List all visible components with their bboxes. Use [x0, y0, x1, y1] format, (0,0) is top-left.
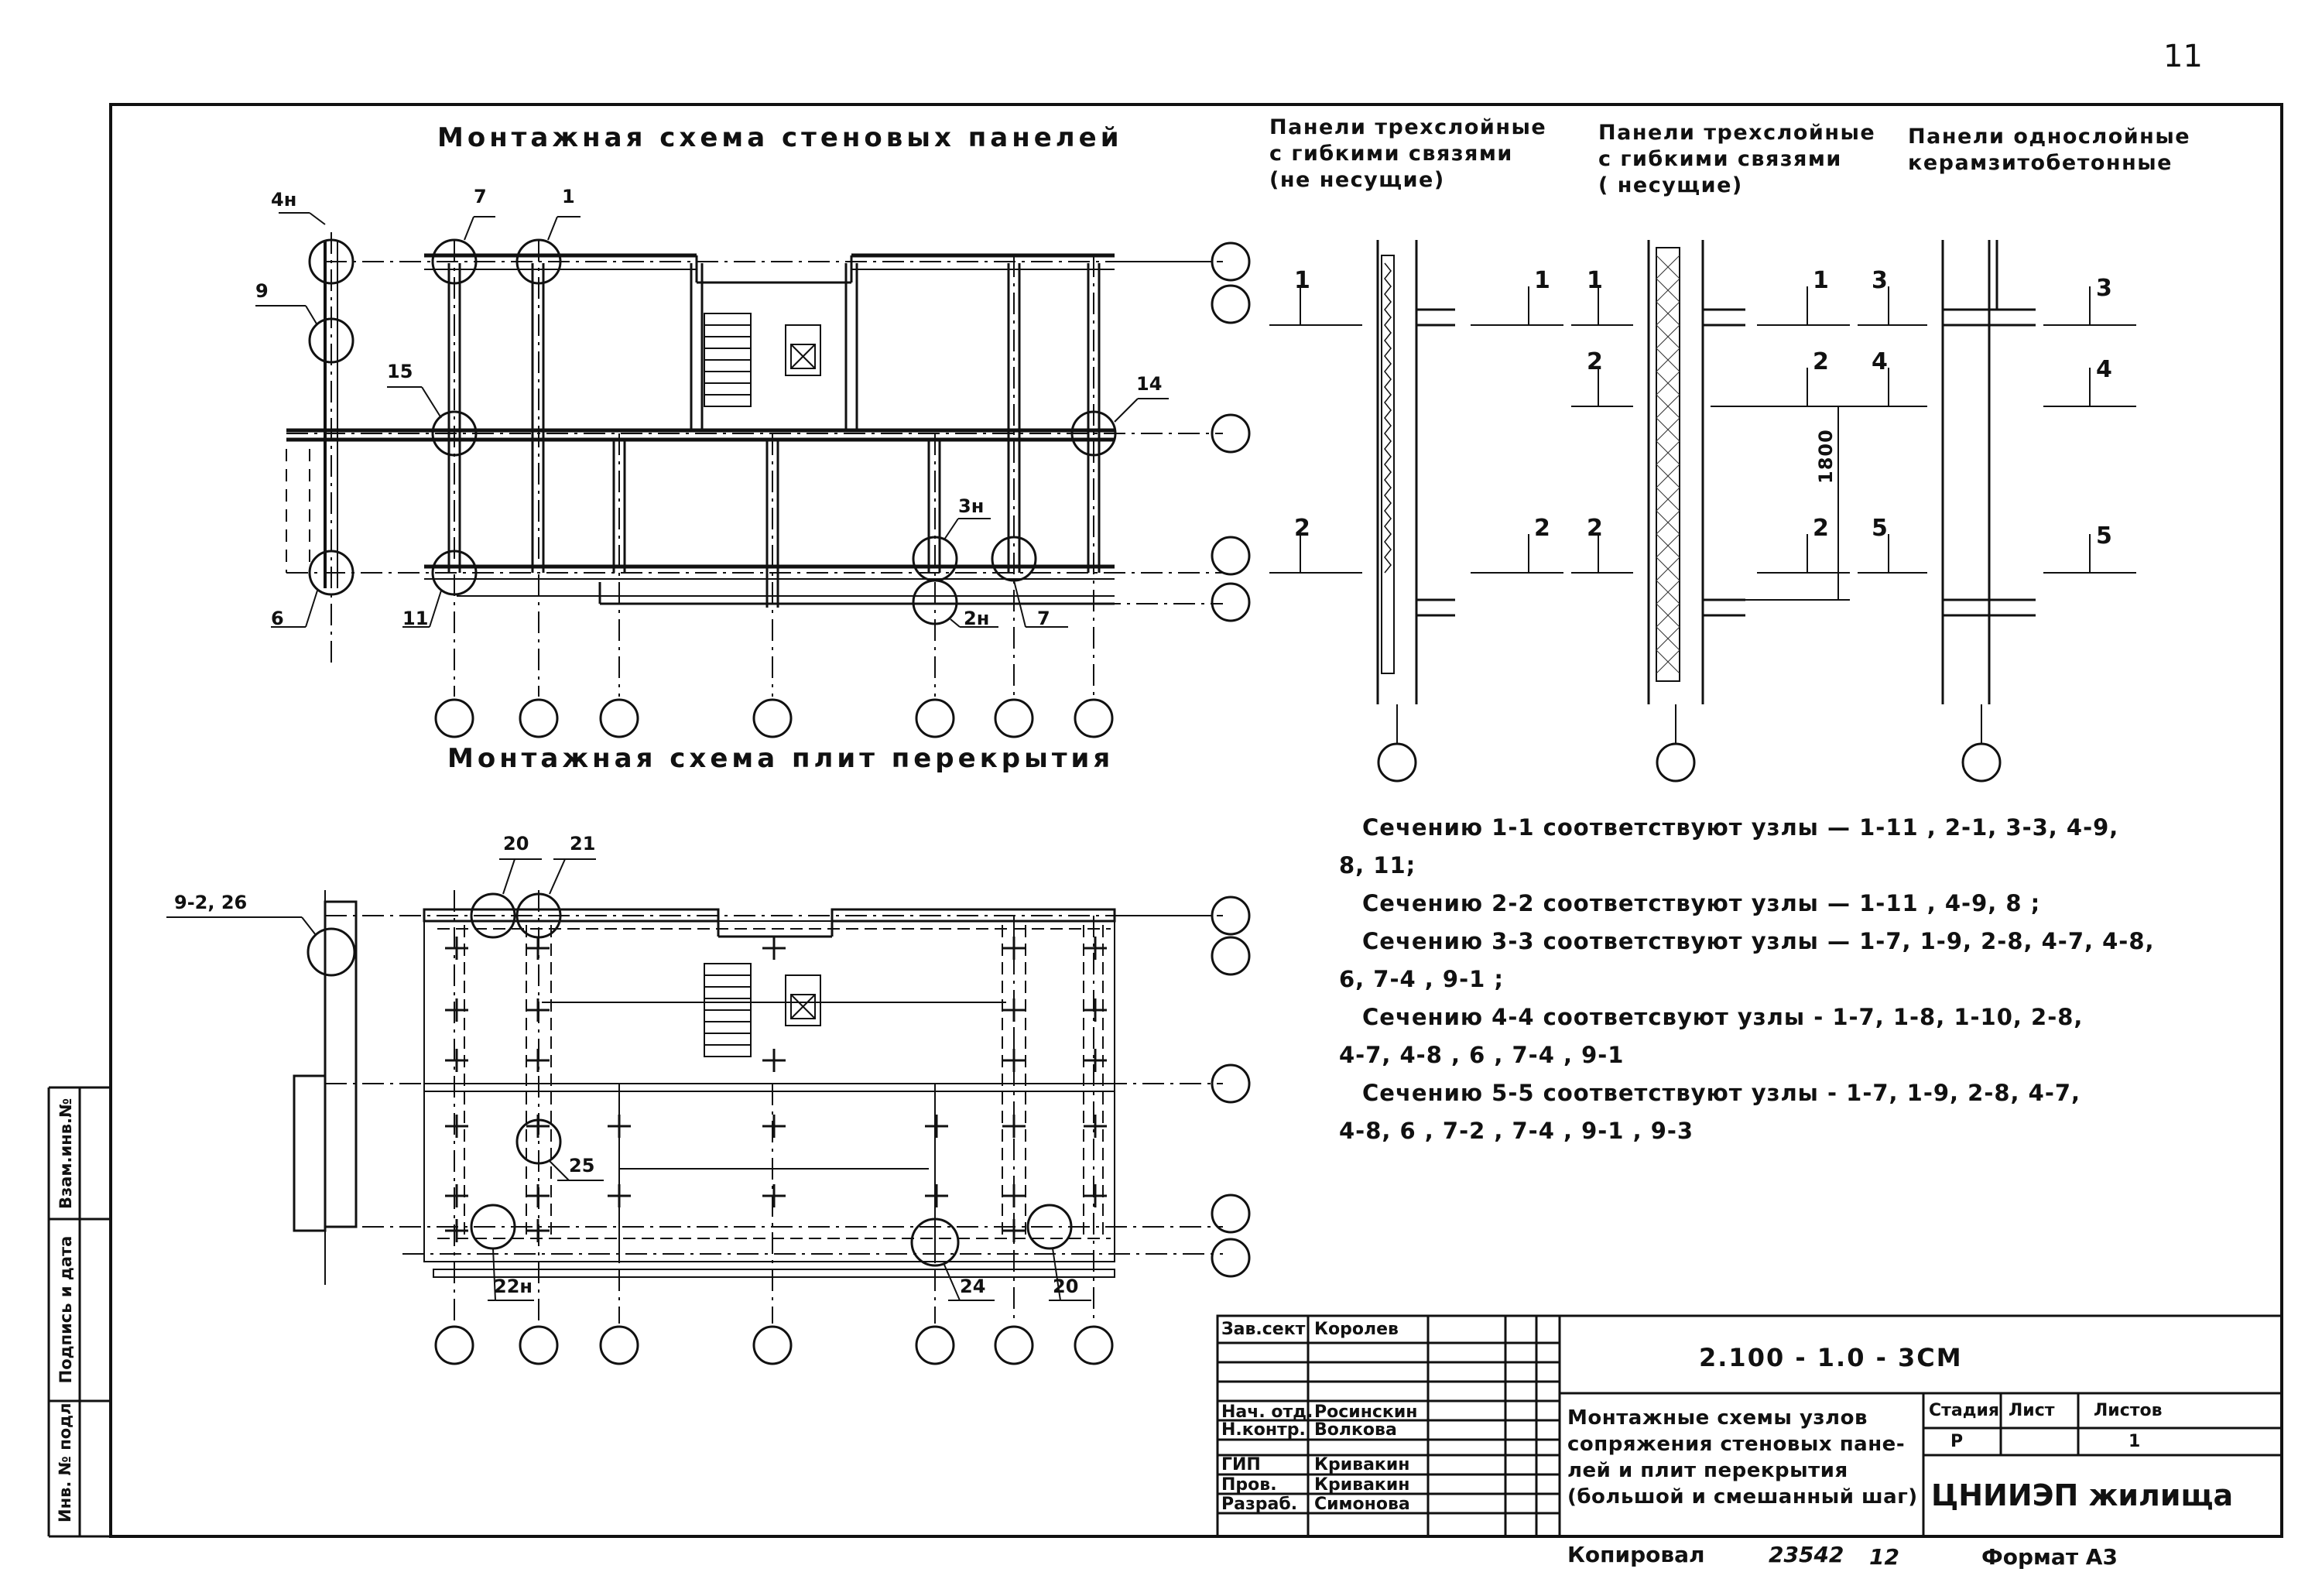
section-mark-1-left: 1 — [1294, 267, 1311, 294]
section-mark-2-left: 2 — [1587, 515, 1604, 542]
section-mark-3-right: 3 — [2096, 275, 2113, 302]
page-number: 11 — [2163, 39, 2203, 74]
panel-type-3-header: Панели однослойные керамзитобетонные — [1908, 125, 2191, 175]
section-mark-2-right: 2 — [1534, 515, 1551, 542]
note-line: 4-7, 4-8 , 6 , 7-4 , 9-1 — [1339, 1042, 1625, 1068]
tb-name-6: Симонова — [1314, 1495, 1410, 1514]
format-label: Формат А3 — [1981, 1544, 2118, 1570]
title-block-frame — [1216, 1314, 2283, 1538]
floor-slab-scheme — [166, 858, 1251, 1365]
panel-section-1 — [1269, 240, 1563, 783]
callout-22n: 22н — [494, 1276, 533, 1297]
panel-section-3 — [1858, 240, 2136, 783]
callout-7-top: 7 — [474, 186, 487, 207]
tb-role-5: Пров. — [1221, 1475, 1277, 1495]
callout-15: 15 — [387, 361, 413, 382]
section-mark-1-right: 1 — [1534, 267, 1551, 294]
section-mark-2-left: 2 — [1294, 515, 1311, 542]
stage-value: Р — [1950, 1432, 1964, 1451]
note-line: Сечению 2-2 соответствуют узлы — 1-11 , … — [1362, 890, 2041, 916]
note-line: Сечению 4-4 соответсвуют узлы - 1-7, 1-8… — [1362, 1004, 2084, 1030]
note-line: Сечению 3-3 соответствуют узлы — 1-7, 1-… — [1362, 928, 2155, 954]
callout-7-bottom: 7 — [1037, 608, 1050, 629]
stage-label: Стадия — [1929, 1401, 2000, 1420]
section-mark-4-left: 4 — [1872, 348, 1889, 375]
callout-20-top: 20 — [503, 833, 529, 855]
section-mark-5-right: 5 — [2096, 522, 2113, 550]
section-mark-1-left: 1 — [1587, 267, 1604, 294]
sheet-label: Лист — [2009, 1401, 2055, 1420]
callout-3n: 3н — [958, 495, 985, 517]
tb-role-4: ГИП — [1221, 1455, 1261, 1474]
callout-2n: 2н — [964, 608, 990, 629]
dimension-1800: 1800 — [1815, 429, 1837, 484]
copied-label: Копировал — [1567, 1542, 1705, 1567]
tb-name-1: Королев — [1314, 1320, 1399, 1339]
callout-6: 6 — [271, 608, 284, 629]
callout-20-bottom: 20 — [1053, 1276, 1079, 1297]
tb-role-6: Разраб. — [1221, 1495, 1298, 1514]
copied-extra: 12 — [1869, 1544, 1899, 1570]
slab-scheme-title: Монтажная схема плит перекрытия — [447, 743, 1115, 774]
note-line: 6, 7-4 , 9-1 ; — [1339, 966, 1504, 992]
section-mark-4-right: 4 — [2096, 356, 2113, 383]
callout-1: 1 — [562, 186, 575, 207]
section-mark-2-right: 2 — [1813, 515, 1830, 542]
sheet-frame — [109, 103, 2283, 1538]
tb-name-2: Росинскин — [1314, 1402, 1418, 1422]
note-line: Сечению 1-1 соответствуют узлы — 1-11 , … — [1362, 814, 2119, 841]
organization-name: ЦНИИЭП жилища — [1931, 1478, 2234, 1512]
sheets-label: Листов — [2094, 1401, 2163, 1420]
tb-name-4: Кривакин — [1314, 1455, 1410, 1474]
callout-9: 9 — [255, 280, 269, 302]
tb-role-1: Зав.сект — [1221, 1320, 1306, 1339]
note-line: 8, 11; — [1339, 852, 1416, 878]
sheets-value: 1 — [2128, 1432, 2141, 1451]
panel-type-2-header: Панели трехслойные с гибкими связями ( н… — [1598, 121, 1876, 197]
callout-21: 21 — [570, 833, 596, 855]
callout-9-2-26: 9-2, 26 — [174, 892, 248, 913]
section-mark-2-right: 2 — [1813, 348, 1830, 375]
copied-number: 23542 — [1769, 1542, 1844, 1567]
wall-panel-scheme — [255, 212, 1251, 738]
panel-section-2 — [1571, 240, 1912, 783]
note-line: Сечению 5-5 соответствуют узлы - 1-7, 1-… — [1362, 1080, 2081, 1106]
callout-4n: 4н — [271, 189, 297, 211]
callout-11: 11 — [402, 608, 429, 629]
side-stamp-signature-date: Подпись и дата — [57, 1235, 75, 1384]
tb-name-3: Волкова — [1314, 1420, 1397, 1440]
callout-25: 25 — [569, 1155, 595, 1176]
side-stamp-frame — [47, 1086, 111, 1538]
document-code: 2.100 - 1.0 - 3СМ — [1699, 1343, 1963, 1372]
tb-role-2: Нач. отд. — [1221, 1402, 1313, 1422]
section-mark-3-left: 3 — [1872, 267, 1889, 294]
callout-24: 24 — [960, 1276, 986, 1297]
tb-role-3: Н.контр. — [1221, 1420, 1306, 1440]
side-stamp-inv-no: Инв. № подл — [56, 1402, 74, 1522]
side-stamp-replaced-inv: Взам.инв.№ — [57, 1098, 75, 1209]
section-notes: Сечению 1-1 соответствуют узлы — 1-11 , … — [1339, 809, 2155, 1150]
wall-scheme-title: Монтажная схема стеновых панелей — [437, 122, 1123, 153]
note-line: 4-8, 6 , 7-2 , 7-4 , 9-1 , 9-3 — [1339, 1118, 1694, 1144]
drawing-title: Монтажные схемы узлов сопряжения стеновы… — [1567, 1406, 1918, 1509]
section-mark-2-left: 2 — [1587, 348, 1604, 375]
section-mark-1-right: 1 — [1813, 267, 1830, 294]
panel-type-1-header: Панели трехслойные с гибкими связями (не… — [1269, 115, 1547, 192]
tb-name-5: Кривакин — [1314, 1475, 1410, 1495]
callout-14: 14 — [1136, 373, 1163, 395]
section-mark-5-left: 5 — [1872, 515, 1889, 542]
